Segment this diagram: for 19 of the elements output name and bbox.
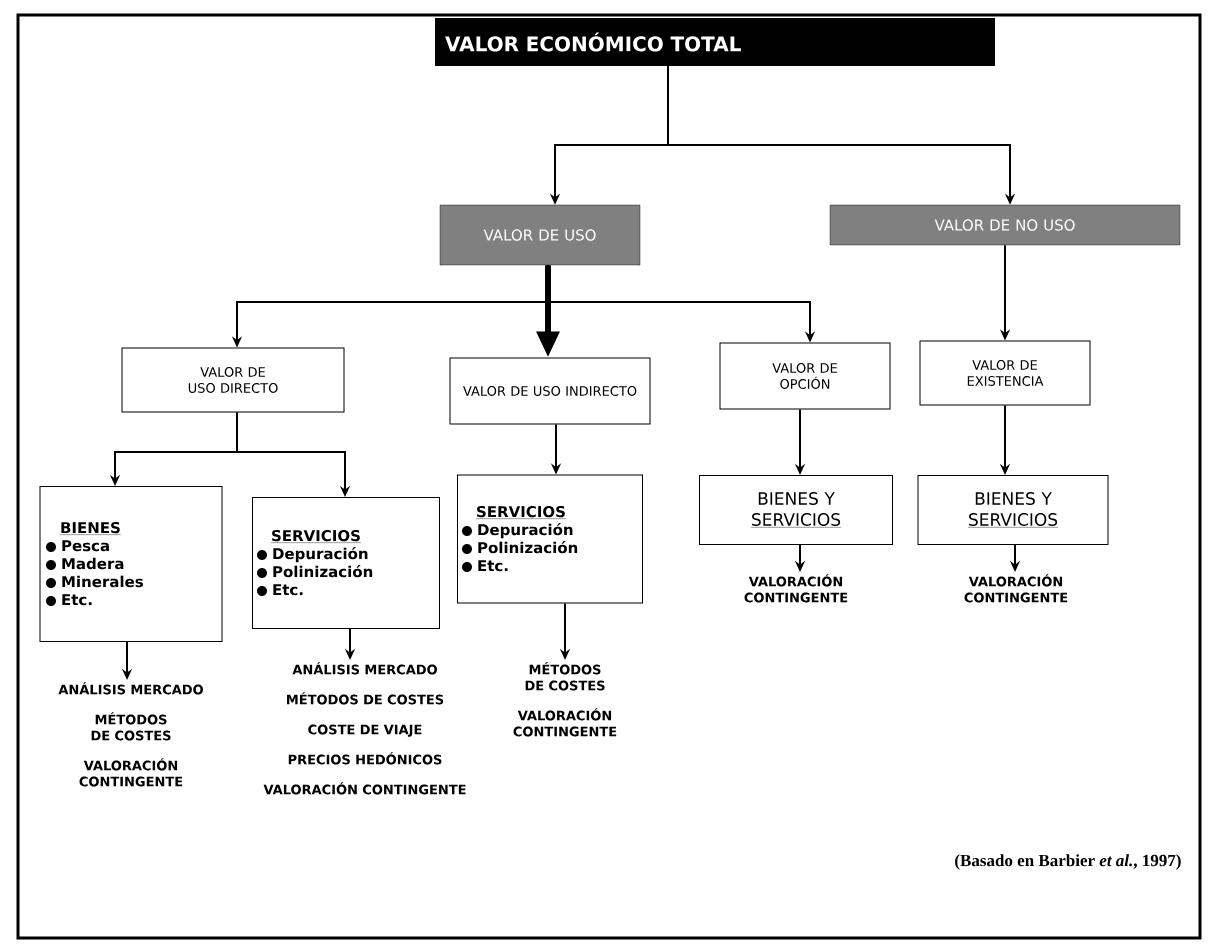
value-box: VALOR DE EXISTENCIA [919, 340, 1091, 406]
caption-text: (Basado en Barbier et al., 1997) [955, 854, 1181, 870]
method-list: ANÁLISIS MERCADO MÉTODOS DE COSTES VALORACIÓN CONTINGENTE [58, 682, 203, 787]
category-box: VALOR DE USO [439, 204, 641, 266]
list-box: BIENES Pesca Madera Minerales Etc. [39, 486, 223, 642]
list-box: SERVICIOS Depuración Polinización Etc. [457, 474, 643, 604]
category-box: VALOR DE NO USO [829, 204, 1181, 246]
title-box: VALOR ECONÓMICO TOTAL [435, 18, 995, 66]
node-label: VALOR ECONÓMICO TOTAL [445, 32, 741, 52]
value-box: BIENES Y SERVICIOS [699, 475, 893, 545]
method-text: VALORACIÓN CONTINGENTE [744, 574, 848, 603]
method-list: MÉTODOS DE COSTES VALORACIÓN CONTINGENTE [513, 662, 617, 737]
method-text: VALORACIÓN CONTINGENTE [964, 574, 1068, 603]
value-box: VALOR DE USO DIRECTO [121, 347, 345, 413]
list-box: SERVICIOS Depuración Polinización Etc. [252, 497, 440, 629]
value-box: VALOR DE USO INDIRECTO [449, 357, 651, 425]
method-list: ANÁLISIS MERCADO MÉTODOS DE COSTES COSTE DE VIAJE PRECIOS HEDÓNICOS VALORACIÓN CONTINGENTE [263, 662, 466, 795]
value-box: BIENES Y SERVICIOS [917, 475, 1109, 545]
value-box: VALOR DE OPCIÓN [719, 342, 891, 410]
